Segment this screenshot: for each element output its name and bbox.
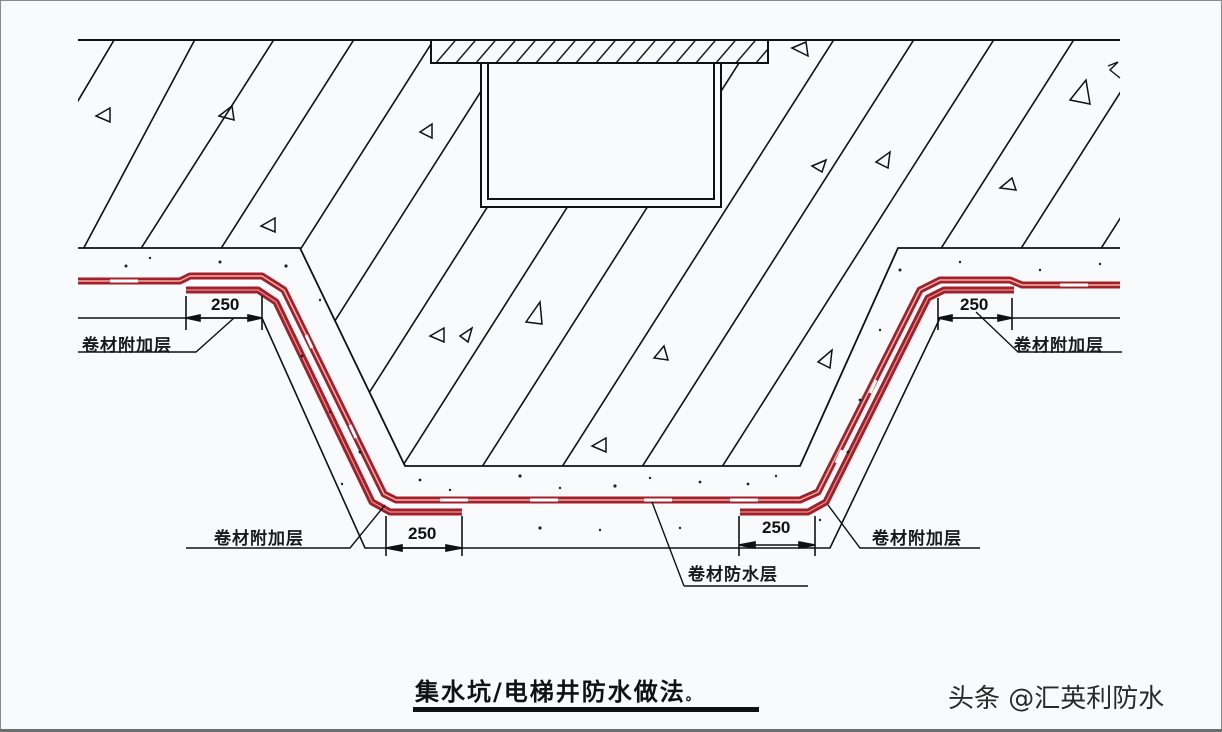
drawing-title: 集水坑/电梯井防水做法。 — [415, 672, 702, 707]
aggregate-dots — [124, 256, 1102, 532]
label-waterproof-layer: 卷材防水层 — [688, 565, 778, 585]
dimension-right-lower: 250 — [762, 518, 791, 537]
label-right-lower-additional-layer: 卷材附加层 — [872, 529, 962, 549]
dimension-left-upper: 250 — [211, 295, 240, 314]
label-right-upper-additional-layer: 卷材附加层 — [1014, 336, 1104, 356]
additional-membrane-layers — [186, 286, 1014, 516]
title-underline — [413, 707, 759, 712]
drawing-title-text: 集水坑/电梯井防水做法 — [415, 678, 686, 706]
sump-box — [430, 39, 769, 208]
watermark: 头条 @汇英利防水 — [948, 684, 1165, 714]
aggregate-triangles — [94, 40, 1091, 454]
leader-lines — [78, 311, 1122, 587]
drawing-title-suffix: 。 — [685, 688, 702, 704]
dimension-left-lower: 250 — [408, 524, 437, 543]
waterproof-membrane — [78, 272, 1120, 504]
frame-bottom-edge — [0, 729, 1222, 732]
label-left-upper-additional-layer: 卷材附加层 — [82, 336, 172, 356]
label-left-lower-additional-layer: 卷材附加层 — [214, 529, 304, 549]
dimension-lines — [185, 296, 1013, 556]
dimension-right-upper: 250 — [960, 295, 989, 314]
